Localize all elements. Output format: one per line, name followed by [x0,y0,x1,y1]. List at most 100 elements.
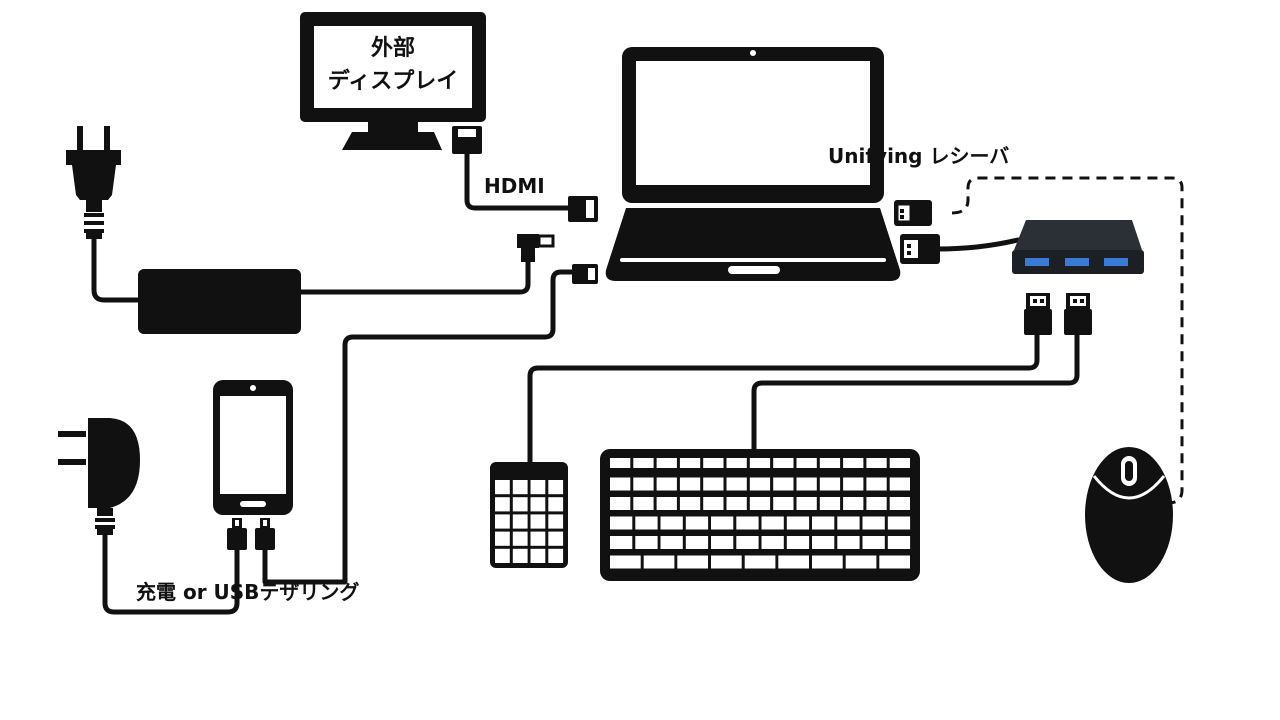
keyboard-key [796,477,817,491]
charger-prong-bottom [58,459,86,465]
keyboard-key [703,477,724,491]
numpad-key [495,548,510,563]
keyboard-key [726,497,747,510]
plug-neck [86,200,102,212]
plug-strain-4 [86,233,102,239]
laptop-front-edge [620,258,886,262]
cables [91,149,1080,615]
keyboard-key [635,536,658,549]
keyboard-key [773,497,794,510]
keyboard-key [610,497,631,510]
keyboard-key [679,477,701,491]
numpad-key [548,497,564,512]
charger-prong-top [58,431,86,437]
keyboard-key [819,458,841,468]
keyboard-key [845,555,877,569]
numpad-key [512,480,528,495]
display-label-line2: ディスプレイ [328,68,458,94]
keyboard-key [643,555,675,569]
keyboard-key [703,497,724,510]
keyboard-key [843,477,864,491]
phone-home-button [240,501,266,507]
keyboard-key [656,497,677,510]
keyboard-key [866,477,887,491]
hdmi-plug-laptop [568,196,598,222]
plug-strain-2 [84,221,104,225]
hub-plug-keyboard [1064,293,1092,335]
keyboard-key [761,516,784,530]
keyboard-key [726,458,747,468]
keyboard-key [635,516,658,530]
numpad-key [548,514,564,529]
keyboard [600,449,920,581]
keyboard-key [796,458,817,468]
numpad-key [548,480,564,495]
keyboard-key [778,555,809,569]
keyboard-keys [610,458,911,569]
charger-neck [97,508,113,516]
numpad-key [530,480,546,495]
keyboard-key [749,458,771,468]
phone-plug-usb [255,518,275,550]
keyboard-key [812,536,835,549]
touchpad [728,266,780,274]
mouse-body [1085,447,1173,583]
keyboard-key [677,555,708,569]
keyboard-key [744,555,776,569]
plug-strain-1 [84,213,104,217]
keyboard-key [610,536,633,549]
dc-plug [517,234,555,262]
keyboard-key [862,536,885,549]
plug-prong-left [77,126,83,154]
phone-usb-cable [262,269,579,585]
keyboard-key [679,497,701,510]
keyboard-cable [751,330,1080,455]
phone-camera-icon [250,385,256,391]
receiver-label: Unifying レシーバ [828,144,1009,168]
hub-port-3 [1104,258,1128,266]
power-cable-laptop [297,259,531,295]
hub-cable [935,237,1021,252]
power-cable-wall [91,235,143,303]
keyboard-key [610,516,633,530]
usb-plug-laptop-right [900,234,940,264]
numpad-key [495,531,510,546]
keyboard-key [887,536,911,549]
keyboard-key [679,458,701,468]
keyboard-key [843,458,864,468]
numpad-key [512,514,528,529]
plug-body [72,165,116,200]
display-stand [342,132,442,150]
numpad-key [530,497,546,512]
keyboard-key [610,555,641,569]
display-label-line1: 外部 [371,35,415,61]
keyboard-key [610,458,631,468]
keyboard-key [862,516,885,530]
hub-port-2 [1065,258,1089,266]
phone-caption: 充電 or USBテザリング [136,580,359,604]
display-neck [368,122,418,132]
keyboard-key [660,516,683,530]
keyboard-key [786,536,810,549]
keyboard-key [761,536,784,549]
keyboard-key [889,497,910,510]
numpad-key [495,514,510,529]
smartphone [213,380,293,515]
keyboard-key [633,458,654,468]
keyboard-key [812,555,843,569]
keyboard-key [711,516,734,530]
numeric-keypad [490,462,568,568]
keyboard-key [711,555,742,569]
keyboard-key [819,497,841,510]
mouse-button-line [1092,475,1166,500]
keyboard-key [736,516,759,530]
keyboard-key [660,536,683,549]
keyboard-key [773,477,794,491]
numpad-key [495,480,510,495]
hdmi-cable [464,149,573,211]
ac-adapter [138,269,301,334]
keyboard-key [819,477,841,491]
keyboard-key [610,477,631,491]
keyboard-key [812,516,835,530]
